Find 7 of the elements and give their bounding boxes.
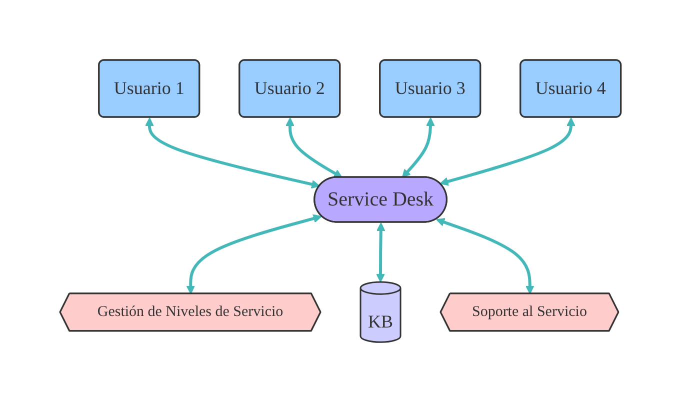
arrow [376,222,385,283]
arrow [186,214,322,295]
arrow [144,118,320,189]
arrow [439,118,575,186]
arrow [401,118,434,178]
arrow [285,118,342,178]
arrow [436,218,534,295]
